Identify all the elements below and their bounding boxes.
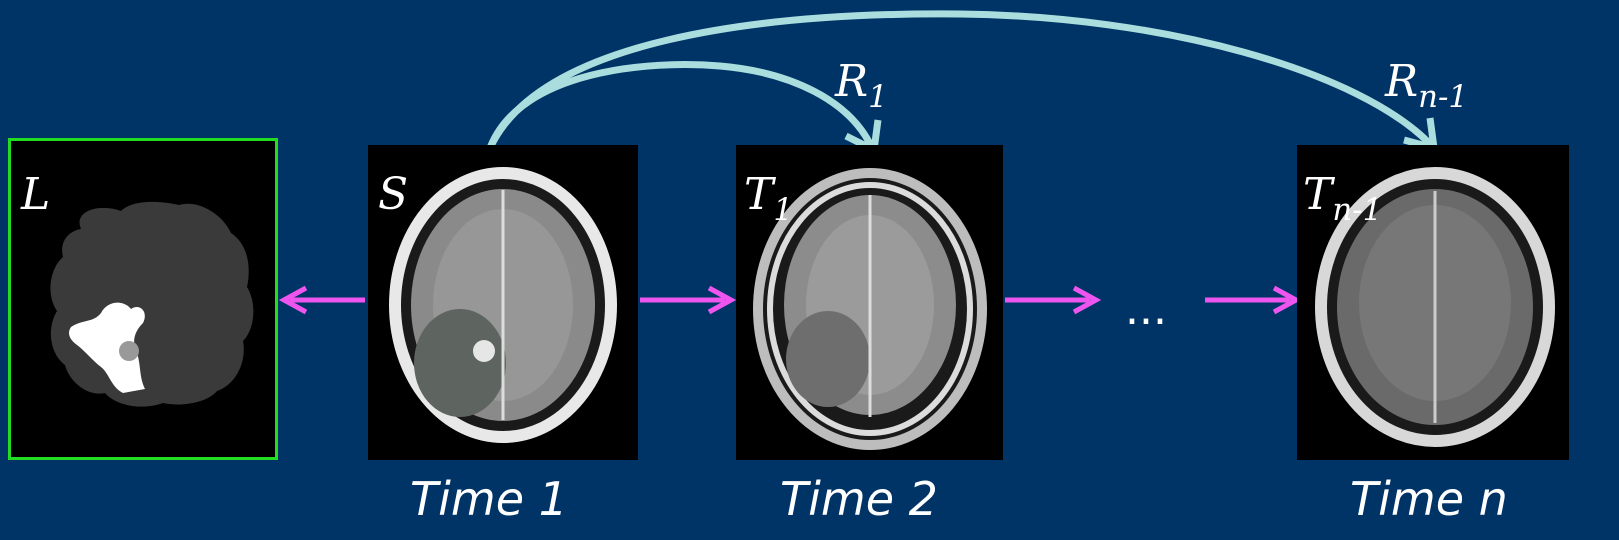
targetn-letter: Tn-1 [1303, 173, 1382, 226]
registration-label-r1: R1 [835, 60, 888, 113]
flow-arrow-ellipsis-timen [1205, 288, 1296, 312]
label-map-image [11, 141, 278, 460]
registration-arrow-rn [490, 14, 1434, 148]
target1-panel: T1 [736, 145, 1003, 460]
source-mri-image [368, 145, 638, 460]
target1-letter: T1 [744, 173, 793, 226]
time-label-1: Time 1 [410, 476, 568, 522]
registration-label-rn: Rn-1 [1385, 60, 1468, 113]
source-letter: S [378, 173, 408, 217]
targetn-panel: Tn-1 [1297, 145, 1569, 460]
source-panel: S [368, 145, 638, 460]
flow-arrow-to-label [284, 288, 365, 312]
flow-arrow-time2-ellipsis [1005, 288, 1096, 312]
flow-arrow-time1-time2 [640, 288, 731, 312]
registration-arrow-r1 [490, 65, 878, 150]
label-map-letter: L [21, 173, 50, 217]
time-label-n: Time n [1350, 476, 1508, 522]
ellipsis: ... [1125, 288, 1167, 332]
label-map-panel: L [8, 138, 278, 460]
time-label-2: Time 2 [780, 476, 938, 522]
